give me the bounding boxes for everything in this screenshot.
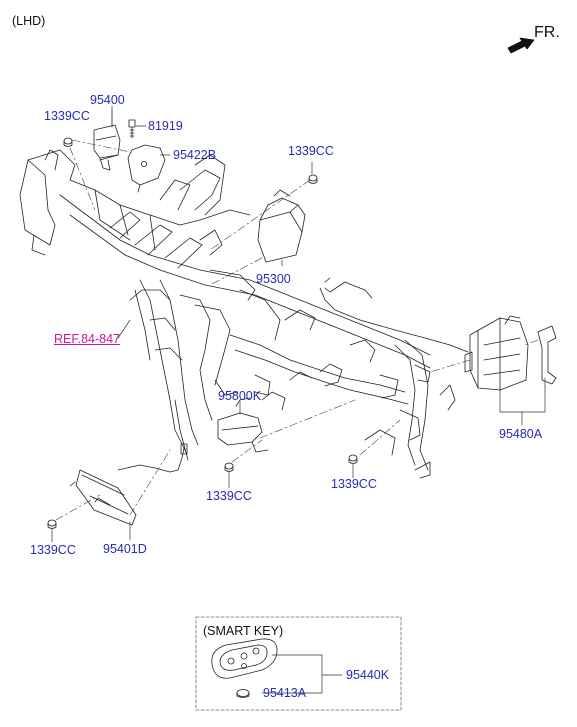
part-number-95401d: 95401D [103,542,147,556]
smart-key-fob-icon [211,638,278,679]
module-95400 [93,109,121,171]
part-number-95300: 95300 [256,272,291,286]
part-number-95422b: 95422B [173,148,217,162]
part-number-1339cc-a: 1339CC [44,109,90,123]
part-number-95400: 95400 [90,93,125,107]
coin-battery-icon [236,689,250,698]
module-95800k [217,397,269,453]
cowl-crossbar-assembly [19,149,456,479]
part-number-1339cc-d: 1339CC [331,477,377,491]
part-number-95413a: 95413A [263,686,307,700]
reference-link[interactable]: REF.84-847 [54,332,121,346]
nut-1339cc-d [348,454,358,464]
nut-1339cc-e [47,519,57,529]
mounting-centerlines [55,139,539,521]
front-direction-label: FR. [534,24,560,41]
module-95300 [257,189,306,263]
part-number-95480a: 95480A [499,427,543,441]
part-number-1339cc-c: 1339CC [206,489,252,503]
front-direction-arrow-icon [507,37,535,54]
vehicle-variant-label: (LHD) [12,14,46,28]
nut-1339cc-c [224,462,234,472]
part-number-95800k: 95800K [218,389,262,403]
part-number-81919: 81919 [148,119,183,133]
part-number-1339cc-b: 1339CC [288,144,334,158]
bracket-95422b [127,144,166,193]
smart-key-leaders [261,654,343,694]
smart-key-box [195,616,402,711]
module-95401d [69,443,188,526]
bolt-81919 [128,119,136,139]
nut-1339cc-a [63,137,73,147]
leader-lines [51,105,546,543]
part-number-95440k: 95440K [346,668,390,682]
module-95480a [319,277,557,391]
smart-key-title: (SMART KEY) [203,624,284,638]
nut-1339cc-b [308,174,318,184]
part-number-1339cc-e: 1339CC [30,543,76,557]
